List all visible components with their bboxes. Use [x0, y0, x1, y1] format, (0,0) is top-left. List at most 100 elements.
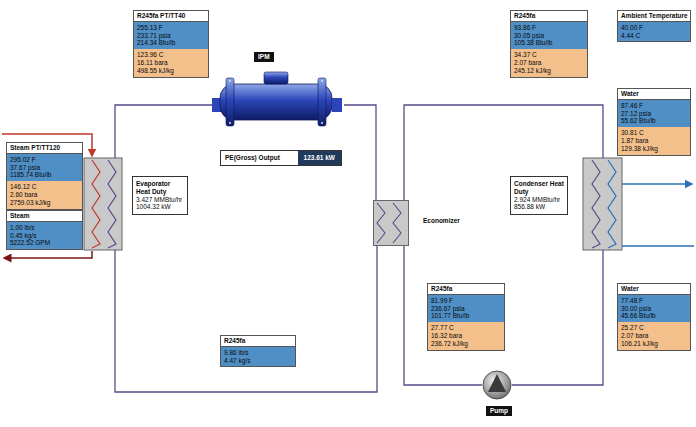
state-value: 55.62 Btu/lb [621, 117, 687, 125]
duty-value: 856.88 kW [514, 203, 564, 211]
state-value: 129.38 kJ/kg [621, 145, 687, 153]
water-inlet [622, 245, 694, 247]
state-value: 25.27 C [621, 324, 687, 332]
state-value: 245.12 kJ/kg [514, 67, 584, 75]
state-value: 77.48 F [621, 297, 687, 305]
state-metric: 34.37 C2.07 bara245.12 kJ/kg [510, 49, 588, 77]
pump-box: Pump [482, 370, 512, 424]
state-value: 255.13 F [137, 24, 205, 32]
state-value: 106.21 kJ/kg [621, 340, 687, 348]
flow-value: 4.47 kg/s [224, 357, 292, 365]
pump-symbol [482, 370, 512, 400]
state-value: 87.46 F [621, 102, 687, 110]
state-value: 101.77 Btu/lb [431, 312, 501, 320]
state-imperial: 77.48 F30.00 psia45.66 Btu/lb [617, 295, 691, 322]
flow-title: R245fa [224, 337, 292, 345]
duty-value: 1004.32 kW [136, 203, 184, 211]
state-value: 2.60 bara [10, 191, 79, 199]
state-value: 295.02 F [10, 156, 79, 164]
state-imperial: 255.13 F233.71 psia214.34 Btu/lb [133, 22, 209, 49]
state-metric: 123.96 C16.11 bara498.55 kJ/kg [133, 49, 209, 77]
steam-outlet [4, 251, 92, 258]
state-metric: 30.81 C1.87 bara129.38 kJ/kg [617, 127, 691, 155]
flow-value: 1.00 lb/s [10, 224, 79, 232]
state-value: 45.66 Btu/lb [621, 312, 687, 320]
state-imperial: 87.46 F27.12 psia55.62 Btu/lb [617, 100, 691, 127]
steam-inlet [2, 134, 92, 156]
state-value: 37.67 psia [10, 164, 79, 172]
duty-value: 2.924 MMBtu/hr [514, 196, 564, 204]
state-value: 498.55 kJ/kg [137, 67, 205, 75]
state-header: Steam PT/TT120 [6, 142, 83, 154]
state-value: 236.72 kJ/kg [431, 340, 501, 348]
state-value: 214.34 Btu/lb [137, 39, 205, 47]
state-value: 2.07 bara [621, 332, 687, 340]
flow-value: 9.86 lb/s [224, 349, 292, 357]
flow-title: Ambient Temperature [621, 12, 687, 20]
flow-value: 0.45 kg/s [10, 232, 79, 240]
flow-values: 40.00 F4.44 C [617, 22, 691, 43]
duty-box: Evaporator Heat Duty3.427 MMBtu/hr1004.3… [132, 176, 188, 215]
pe-box: PE(Gross) Output123.61 kW [220, 150, 342, 166]
state-box: Water87.46 F27.12 psia55.62 Btu/lb30.81 … [617, 88, 691, 156]
turbine-illustration [208, 68, 344, 132]
state-value: 2759.03 kJ/kg [10, 199, 79, 207]
state-metric: 146.12 C2.60 bara2759.03 kJ/kg [6, 181, 83, 209]
equipment-tag: IPM [254, 52, 274, 62]
flow-values: 9.86 lb/s4.47 kg/s [220, 347, 296, 368]
state-title: Water [621, 90, 687, 98]
condenser-hx [583, 158, 622, 250]
duty-title: Evaporator Heat Duty [136, 180, 184, 196]
state-metric: 27.77 C16.32 bara236.72 kJ/kg [427, 322, 505, 350]
state-metric: 25.27 C2.07 bara106.21 kJ/kg [617, 322, 691, 350]
state-value: 27.12 psia [621, 110, 687, 118]
state-header: Water [617, 283, 691, 295]
state-value: 30.00 psia [621, 305, 687, 313]
state-value: 146.12 C [10, 183, 79, 191]
water-outlet [622, 183, 692, 185]
state-value: 30.05 psia [514, 32, 584, 40]
state-value: 1.87 bara [621, 137, 687, 145]
state-value: 34.37 C [514, 51, 584, 59]
state-title: R245fa [514, 12, 584, 20]
flow-value: 4.44 C [621, 32, 687, 40]
flow-box: R245fa 9.86 lb/s4.47 kg/s [220, 335, 296, 367]
state-header: R245fa PT/TT40 [133, 10, 209, 22]
econ-box: Economizer [373, 200, 409, 246]
state-value: 16.32 bara [431, 332, 501, 340]
output-label: PE(Gross) Output [221, 151, 298, 165]
state-value: 105.38 Btu/lb [514, 39, 584, 47]
state-value: 16.11 bara [137, 59, 205, 67]
state-box: R245fa81.99 F236.67 psia101.77 Btu/lb27.… [427, 283, 505, 351]
state-value: 81.99 F [431, 297, 501, 305]
state-box: R245fa PT/TT40255.13 F233.71 psia214.34 … [133, 10, 209, 78]
economizer-hx [373, 200, 409, 246]
equipment-label: Economizer [423, 217, 460, 225]
evaporator-hx [84, 158, 122, 250]
flow-header: Ambient Temperature [617, 10, 691, 22]
duty-box: Condenser Heat Duty2.924 MMBtu/hr856.88 … [510, 176, 568, 215]
state-value: 1185.74 Btu/lb [10, 171, 79, 179]
flow-title: Steam [10, 212, 79, 220]
state-imperial: 81.99 F236.67 psia101.77 Btu/lb [427, 295, 505, 322]
state-box: R245fa93.86 F30.05 psia105.38 Btu/lb34.3… [510, 10, 588, 78]
flow-value: 5222.52 GPM [10, 239, 79, 247]
flow-values: 1.00 lb/s0.45 kg/s5222.52 GPM [6, 222, 83, 250]
state-value: 27.77 C [431, 324, 501, 332]
state-value: 123.96 C [137, 51, 205, 59]
pipe-connector [344, 105, 376, 200]
flow-box: Ambient Temperature 40.00 F4.44 C [617, 10, 691, 42]
flow-box: Steam 1.00 lb/s0.45 kg/s5222.52 GPM [6, 210, 83, 250]
state-value: 30.81 C [621, 129, 687, 137]
output-value: 123.61 kW [298, 151, 341, 165]
state-value: 236.67 psia [431, 305, 501, 313]
equipment-tag: Pump [486, 406, 512, 416]
state-header: Water [617, 88, 691, 100]
state-title: R245fa [431, 285, 501, 293]
state-title: Steam PT/TT120 [10, 144, 79, 152]
duty-value: 3.427 MMBtu/hr [136, 196, 184, 204]
ipm-box: IPM [208, 46, 344, 134]
state-header: R245fa [427, 283, 505, 295]
state-value: 233.71 psia [137, 32, 205, 40]
